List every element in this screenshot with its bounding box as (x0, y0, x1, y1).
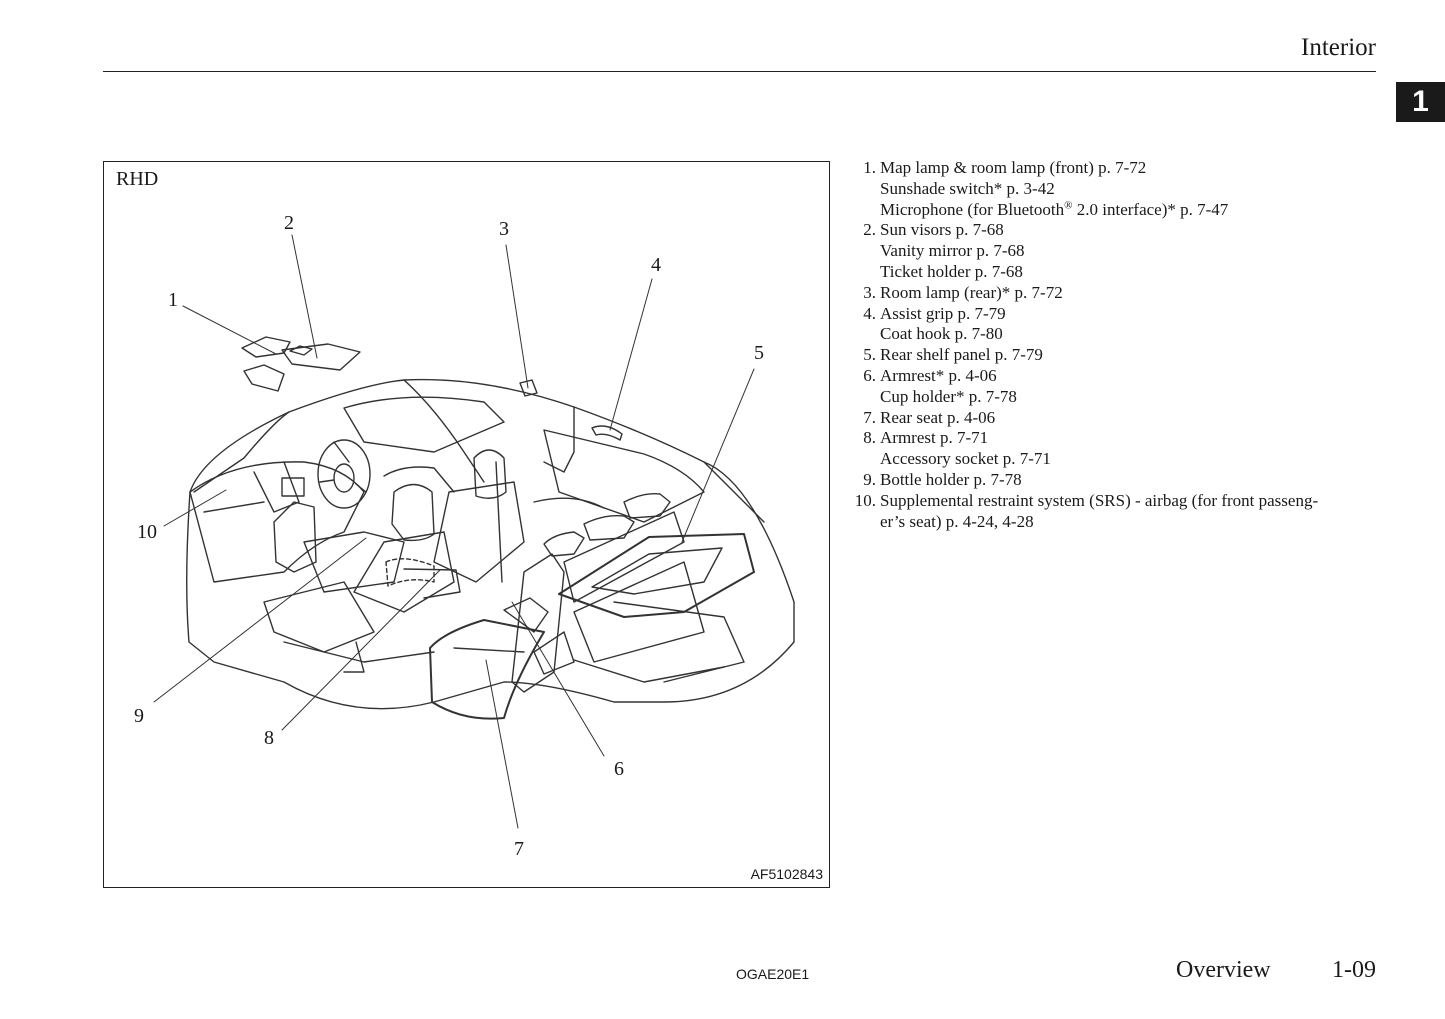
legend-number: 2. (863, 220, 876, 240)
footer-section-name: Overview (1176, 957, 1271, 983)
interior-figure: RHD 1 2 3 4 5 6 7 8 9 10 AF5102843 (103, 161, 830, 888)
legend-line-microphone: Microphone (for Bluetooth® 2.0 interface… (880, 198, 1229, 219)
legend-number: 6. (863, 365, 876, 385)
section-title: Interior (1301, 34, 1376, 61)
legend-line: Room lamp (rear)* p. 7-72 (880, 282, 1063, 302)
callout-5: 5 (754, 342, 764, 364)
callout-8: 8 (264, 727, 274, 749)
callout-1: 1 (168, 289, 178, 311)
legend-item: 5. Rear shelf panel p. 7-79 (850, 345, 1380, 366)
legend-line: Map lamp & room lamp (front) p. 7-72 (880, 158, 1147, 177)
callout-4: 4 (651, 254, 661, 276)
legend-number: 9. (863, 469, 876, 489)
legend-line: Rear shelf panel p. 7-79 (880, 345, 1043, 365)
chapter-tab[interactable]: 1 (1396, 82, 1445, 122)
legend-item: 2. Sun visors p. 7-68 Vanity mirror p. 7… (850, 220, 1380, 282)
legend-line: Armrest* p. 4-06 (880, 365, 997, 385)
legend-line: Bottle holder p. 7-78 (880, 469, 1022, 489)
legend-item: 6. Armrest* p. 4-06 Cup holder* p. 7-78 (850, 366, 1380, 408)
legend-number: 3. (863, 282, 876, 302)
header-rule (103, 71, 1376, 72)
legend-line: Ticket holder p. 7-68 (880, 261, 1023, 281)
legend-line: Coat hook p. 7-80 (880, 324, 1003, 344)
legend-line: Sun visors p. 7-68 (880, 220, 1004, 240)
callout-7: 7 (514, 838, 524, 860)
legend-line: Assist grip p. 7-79 (880, 303, 1006, 323)
legend-line: Accessory socket p. 7-71 (880, 449, 1051, 469)
legend-line: er’s seat) p. 4-24, 4-28 (880, 511, 1034, 531)
legend-number: 8. (863, 428, 876, 448)
callout-9: 9 (134, 705, 144, 727)
legend-number: 4. (863, 303, 876, 323)
legend-line: Vanity mirror p. 7-68 (880, 241, 1025, 261)
legend-item: 3. Room lamp (rear)* p. 7-72 (850, 283, 1380, 304)
legend-number: 7. (863, 407, 876, 427)
legend-line: Armrest p. 7-71 (880, 428, 989, 448)
figure-image-code: AF5102843 (750, 866, 823, 882)
legend-line: Cup holder* p. 7-78 (880, 386, 1017, 406)
legend-item: 9. Bottle holder p. 7-78 (850, 470, 1380, 491)
legend-item: 1. Map lamp & room lamp (front) p. 7-72 … (850, 158, 1380, 220)
legend-line: Supplemental restraint system (SRS) - ai… (880, 490, 1319, 510)
legend-line: Sunshade switch* p. 3-42 (880, 178, 1055, 198)
legend-number: 5. (863, 345, 876, 365)
legend-number: 1. (863, 158, 876, 177)
legend-line: Rear seat p. 4-06 (880, 407, 996, 427)
callout-6: 6 (614, 758, 624, 780)
legend-list: 1. Map lamp & room lamp (front) p. 7-72 … (850, 158, 1380, 532)
page-number: 1-09 (1332, 957, 1376, 983)
callout-3: 3 (499, 218, 509, 240)
callout-10: 10 (137, 521, 157, 543)
document-code: OGAE20E1 (736, 966, 810, 982)
legend-item: 4. Assist grip p. 7-79 Coat hook p. 7-80 (850, 304, 1380, 346)
callout-2: 2 (284, 212, 294, 234)
figure-variant-label: RHD (116, 168, 159, 190)
legend-item: 8. Armrest p. 7-71 Accessory socket p. 7… (850, 428, 1380, 470)
legend-item: 7. Rear seat p. 4-06 (850, 408, 1380, 429)
registered-mark: ® (1064, 198, 1073, 211)
car-interior-illustration (153, 234, 795, 829)
legend-number: 10. (854, 490, 876, 510)
legend-item: 10. Supplemental restraint system (SRS) … (850, 491, 1380, 533)
